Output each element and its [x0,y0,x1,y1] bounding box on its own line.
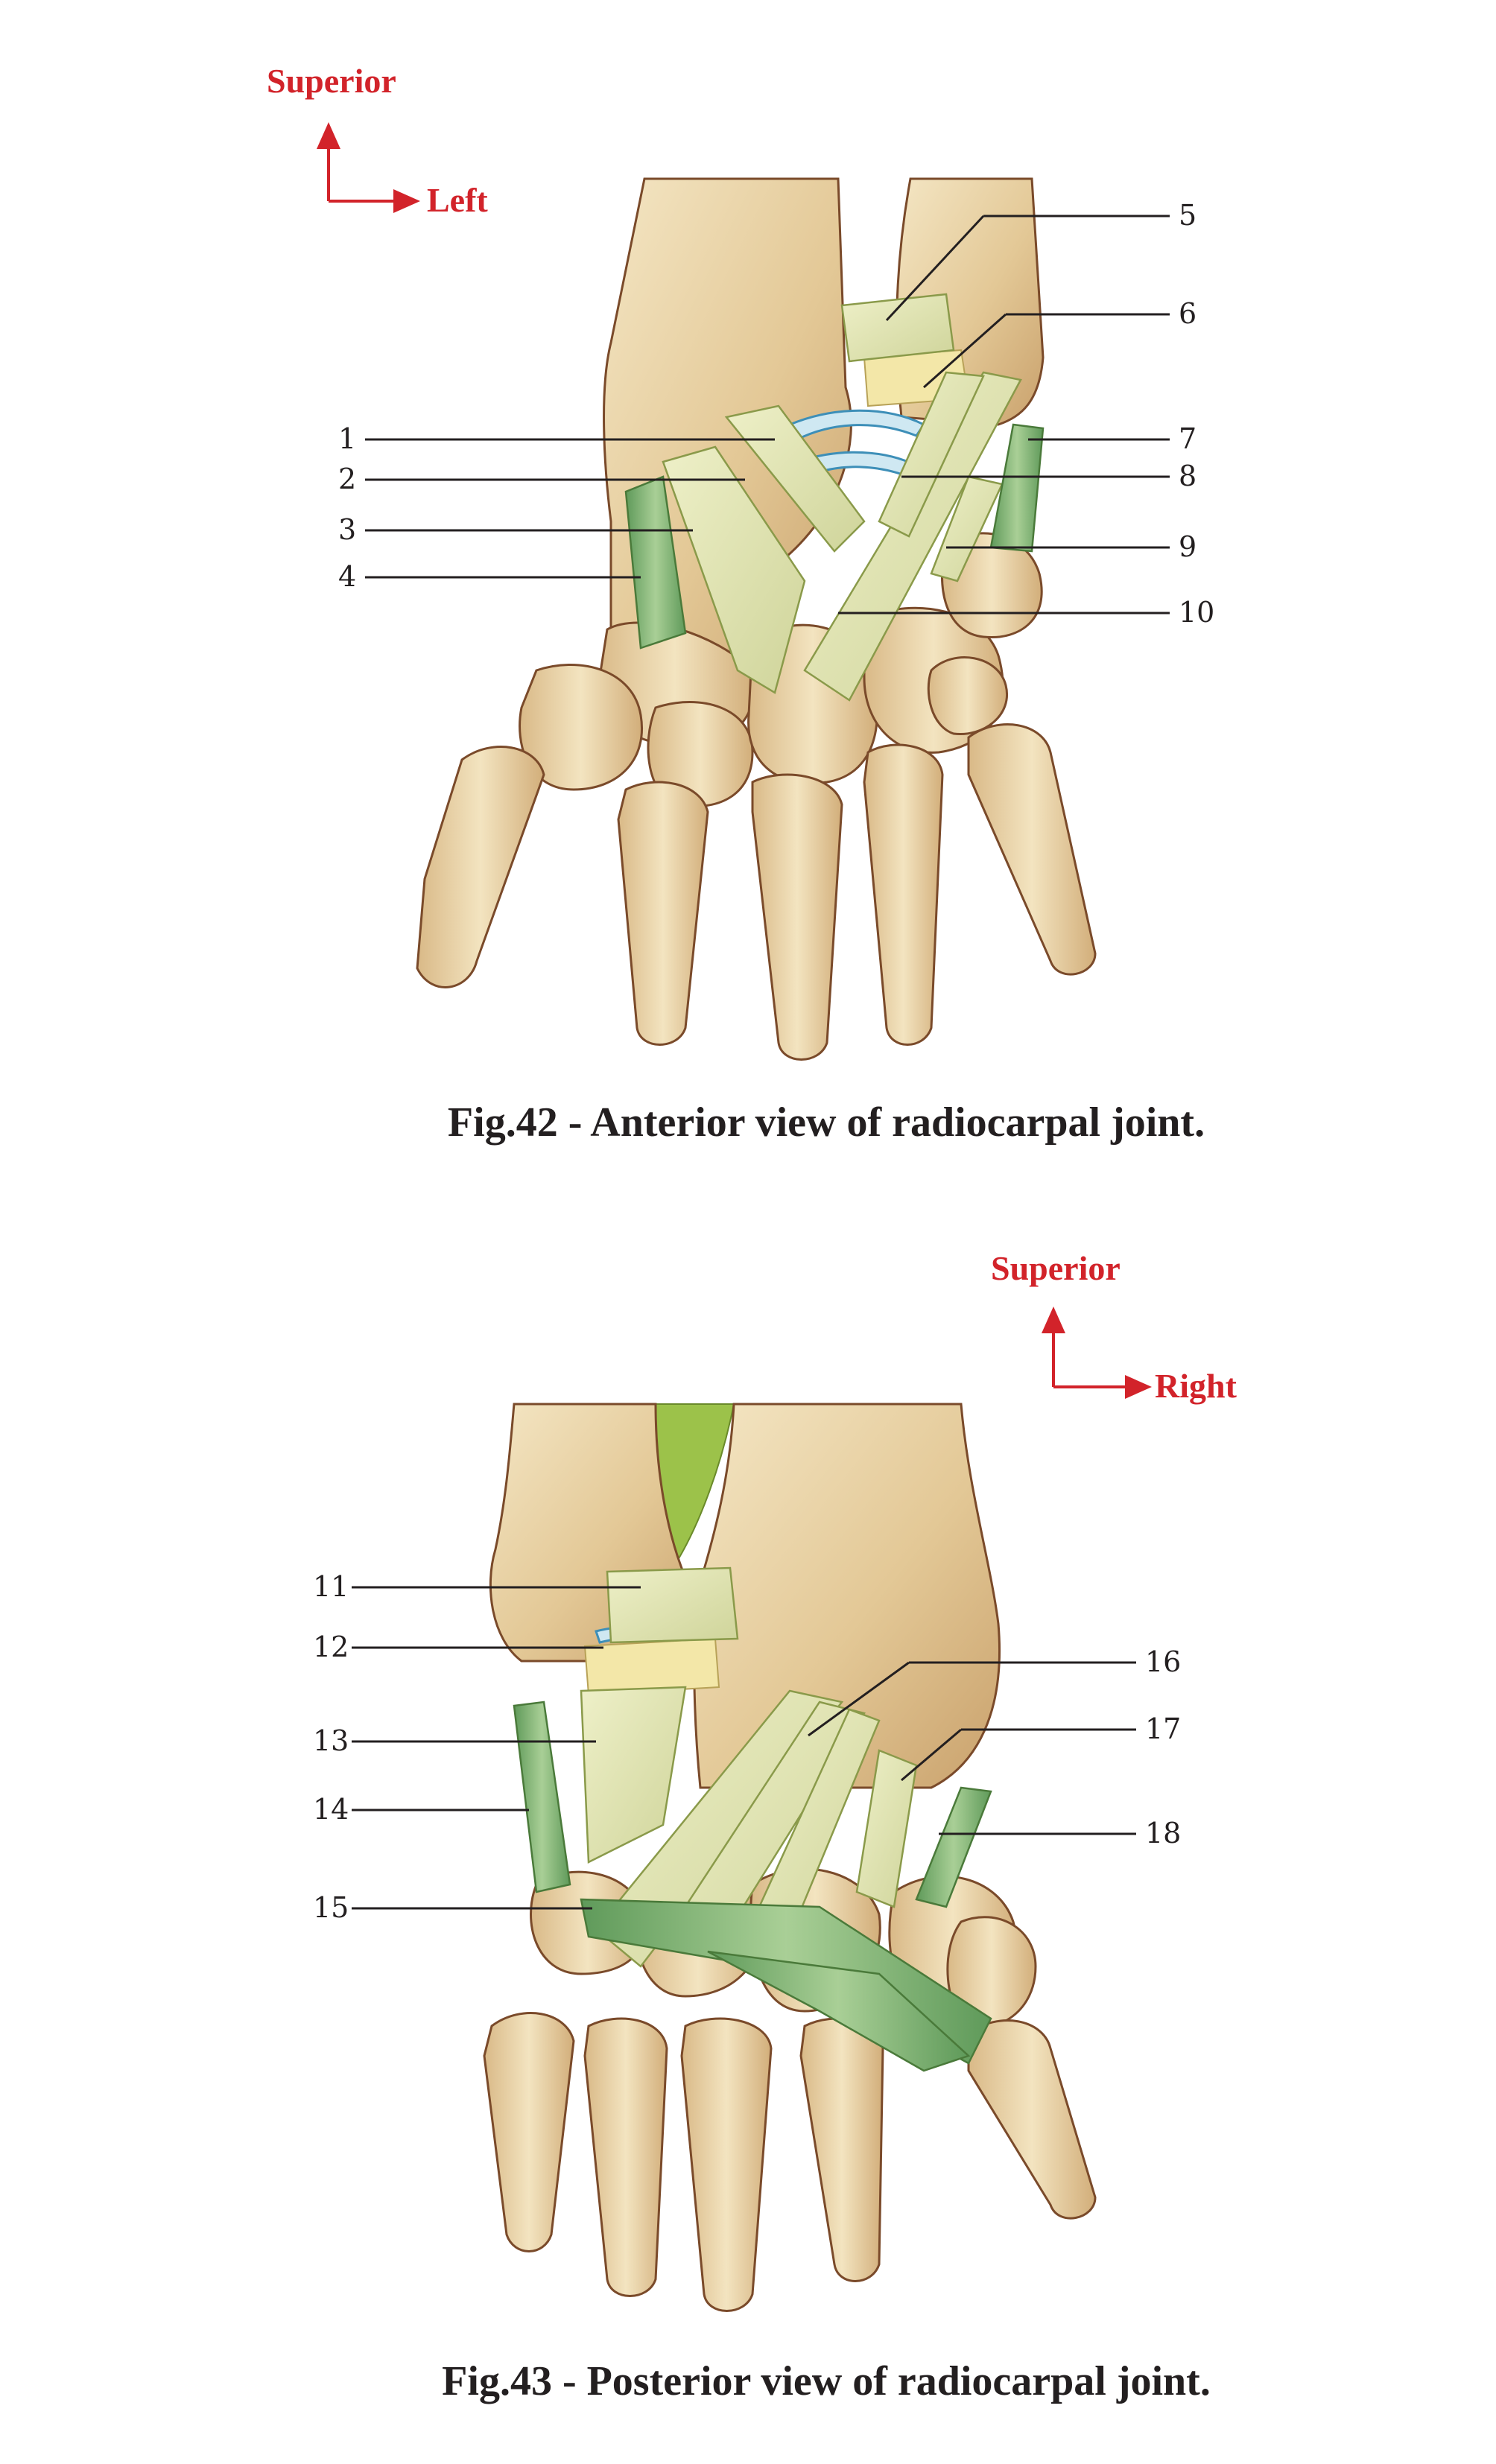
label-6: 6 [1179,297,1197,330]
metacarpal-4 [863,743,944,1046]
labels-fig43: 11 12 13 14 15 16 17 18 [313,1570,1181,1924]
labels-fig42: 1 2 3 4 5 6 7 8 9 10 [338,199,1214,629]
ligament-13 [580,1686,687,1864]
orientation-left-label: Left [427,181,488,219]
label-17: 17 [1145,1712,1181,1745]
metacarpal-5-posterior [483,2012,575,2252]
metacarpal-1 [416,746,545,988]
label-8: 8 [1179,460,1197,492]
label-3: 3 [338,513,356,546]
figure-42: Superior Left [267,62,1214,1146]
ligament-16 [595,1689,844,1968]
orientation-right-label: Right [1155,1367,1237,1405]
ligament-10 [803,371,1022,702]
label-11: 11 [313,1570,349,1603]
label-10: 10 [1179,596,1214,629]
pisiform-bone [927,656,1008,736]
orientation-superior-label: Superior [267,62,396,100]
metacarpal-2 [617,781,709,1046]
trapezoid-bone [647,701,754,807]
label-7: 7 [1179,422,1197,455]
label-5: 5 [1179,199,1197,232]
posterior-ligaments [513,1566,992,2072]
radius-bone-posterior [693,1403,1001,1789]
ligament-14 [513,1701,571,1893]
label-18: 18 [1145,1817,1181,1849]
orientation-indicator-fig42: Superior Left [267,62,488,219]
label-14: 14 [313,1793,349,1826]
ligament-7 [989,423,1045,553]
label-4: 4 [338,560,356,593]
label-9: 9 [1179,530,1197,563]
metacarpal-2-posterior [799,2017,884,2282]
figure-43: Superior Right [313,1249,1237,2404]
metacarpal-4-posterior [583,2017,668,2297]
ligament-3 [662,445,806,694]
ligament-1 [724,404,866,553]
label-2: 2 [338,463,356,495]
ligament-5 [840,293,955,363]
trapezium-bone-posterior [946,1916,1037,2029]
anterior-ligaments [624,293,1045,702]
ligament-4 [624,475,687,650]
label-15: 15 [313,1891,349,1924]
ligament-15 [580,1898,992,2065]
ligament-17 [855,1749,918,1908]
metacarpal-5 [967,723,1097,976]
figure-43-caption: Fig.43 - Posterior view of radiocarpal j… [442,2358,1211,2404]
ligament-8 [878,371,985,538]
label-16: 16 [1145,1645,1181,1678]
ligament-15b [707,1950,971,2072]
leader-lines-fig42 [365,215,1170,615]
articular-disc-posterior [583,1637,720,1696]
figure-42-caption: Fig.42 - Anterior view of radiocarpal jo… [448,1099,1205,1146]
orientation-superior-label: Superior [991,1249,1121,1287]
ligament-11 [606,1566,739,1644]
leader-lines-fig43 [352,1586,1136,1910]
ligament-18 [915,1786,992,1908]
ligament-9 [930,475,1004,582]
metacarpal-1-posterior [967,2019,1097,2220]
metacarpal-3 [751,773,843,1061]
label-13: 13 [313,1724,349,1757]
orientation-indicator-fig43: Superior Right [991,1249,1237,1405]
label-12: 12 [313,1631,349,1663]
label-1: 1 [338,422,356,455]
metacarpal-3-posterior [680,2017,773,2312]
